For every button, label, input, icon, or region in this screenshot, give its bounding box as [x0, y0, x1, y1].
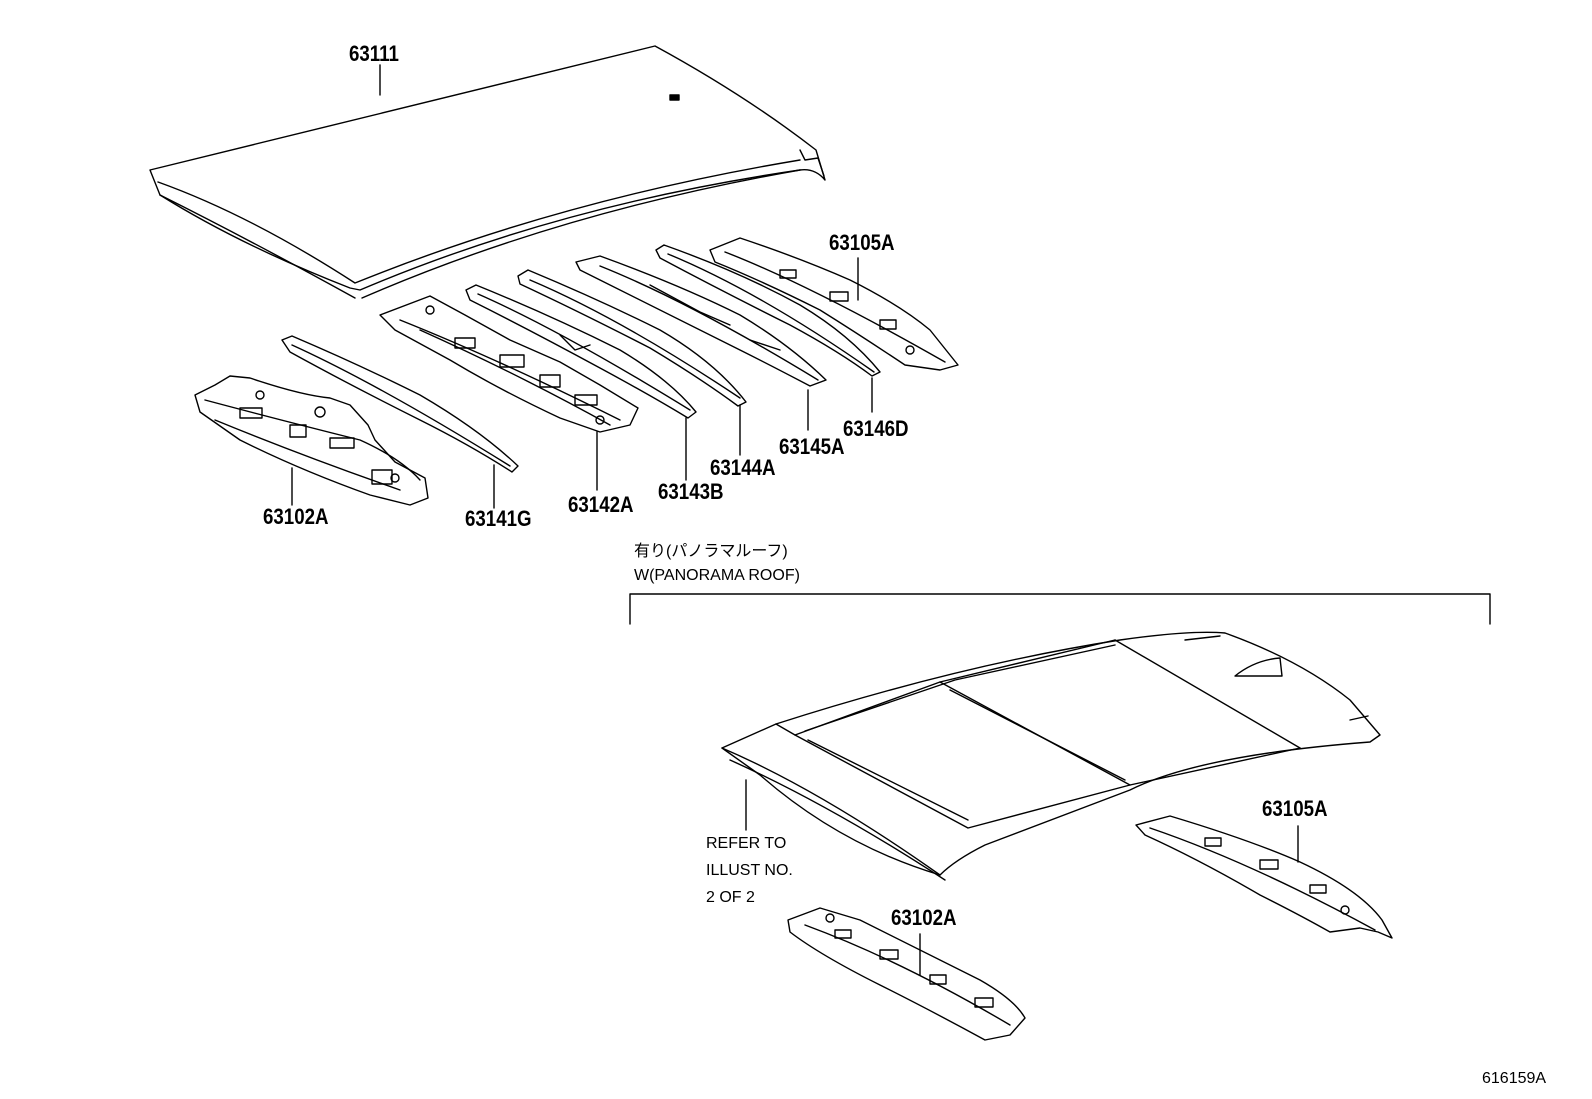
refer-note-line-1: REFER TO	[706, 835, 787, 852]
part-label-63144A[interactable]: 63144A	[710, 455, 776, 480]
rear-header-panel-bottom-shape	[1135, 815, 1393, 939]
part-label-63111[interactable]: 63111	[349, 41, 399, 66]
part-label-63102A-top[interactable]: 63102A	[263, 504, 329, 529]
illustration-code: 616159A	[1482, 1070, 1547, 1087]
panorama-roof-shape	[721, 631, 1381, 881]
part-label-63146D[interactable]: 63146D	[843, 416, 909, 441]
roof-bow-63145A-shape	[575, 255, 827, 387]
part-label-63141G[interactable]: 63141G	[465, 506, 532, 531]
roof-bow-63141G-shape	[281, 335, 519, 473]
rear-header-panel-shape	[709, 237, 959, 371]
part-label-63105A-bottom[interactable]: 63105A	[1262, 796, 1328, 821]
roof-bow-63144A-shape	[517, 269, 747, 407]
part-label-63105A-top[interactable]: 63105A	[829, 230, 895, 255]
roof-panel-shape	[149, 45, 826, 299]
variant-label-english: W(PANORAMA ROOF)	[634, 567, 800, 584]
front-header-panel-shape	[194, 375, 429, 506]
roof-bow-63143B-shape	[465, 284, 697, 419]
front-header-panel-bottom-shape	[787, 907, 1026, 1041]
roof-reinforcement-63142A-shape	[379, 295, 639, 433]
part-label-63102A-bottom[interactable]: 63102A	[891, 905, 957, 930]
part-label-63143B[interactable]: 63143B	[658, 479, 724, 504]
variant-label-japanese: 有り(パノラマルーフ)	[634, 543, 788, 560]
panorama-bracket	[629, 593, 1491, 625]
roof-bow-63146D-shape	[655, 244, 881, 377]
part-label-63145A[interactable]: 63145A	[779, 434, 845, 459]
refer-note-line-2: ILLUST NO.	[706, 862, 793, 879]
refer-note-line-3: 2 OF 2	[706, 889, 755, 906]
part-label-63142A[interactable]: 63142A	[568, 492, 634, 517]
